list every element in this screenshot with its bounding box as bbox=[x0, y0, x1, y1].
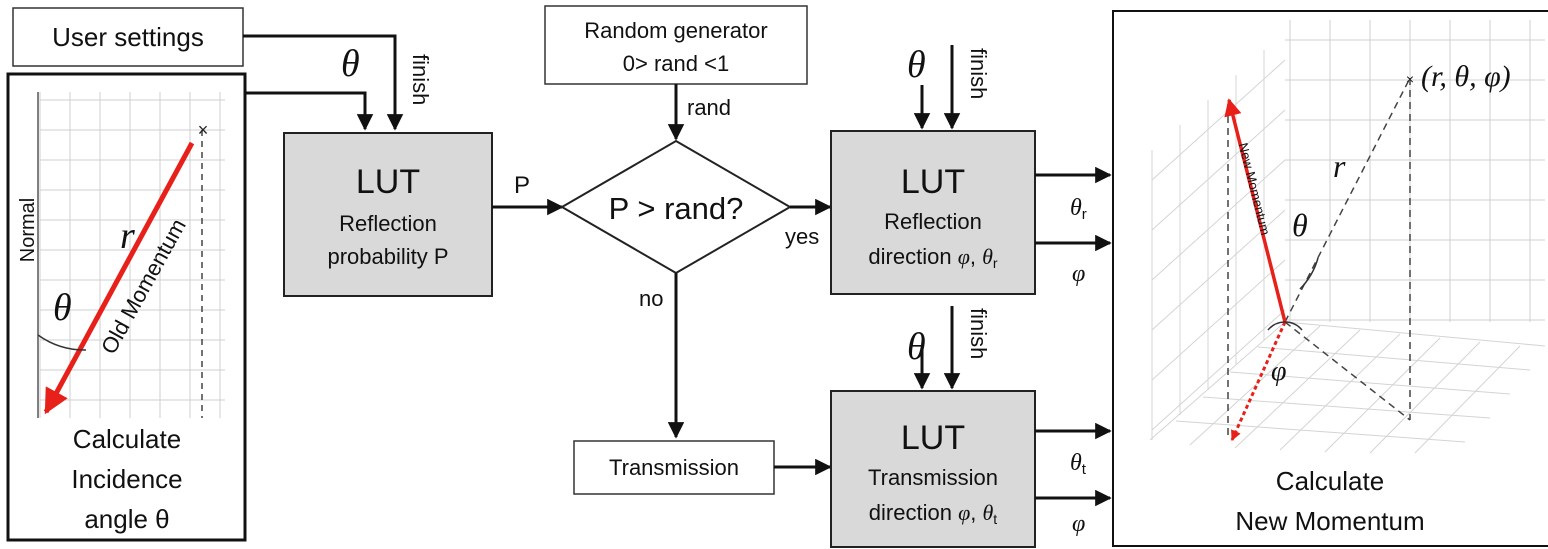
back-wall-grid bbox=[1285, 20, 1545, 322]
lut3-line1: Transmission bbox=[868, 465, 998, 490]
theta-t-output: θt bbox=[1070, 450, 1087, 478]
no-label: no bbox=[639, 286, 663, 311]
reflection-outputs: θr φ bbox=[1035, 166, 1112, 287]
lut-transmission-direction: LUT Transmission direction φ, θt bbox=[830, 390, 1036, 548]
floor-component-arrow bbox=[1230, 321, 1287, 441]
finish-input-3: finish bbox=[966, 308, 991, 359]
lut-reflection-direction: LUT Reflection direction φ, θr bbox=[830, 130, 1036, 295]
r-label: r bbox=[120, 215, 135, 257]
r-label-3d: r bbox=[1333, 148, 1346, 184]
theta-input-1: θ bbox=[341, 43, 360, 85]
theta-input-2: θ bbox=[907, 44, 926, 86]
transmission-box: Transmission bbox=[573, 440, 775, 495]
transmission-outputs: θt φ bbox=[1035, 422, 1112, 537]
random-generator-box: Random generator 0> rand <1 bbox=[544, 5, 808, 85]
theta-label: θ bbox=[53, 287, 72, 329]
decision-diamond: P > rand? bbox=[560, 139, 792, 275]
theta-arc-3d bbox=[1299, 257, 1319, 290]
lut2-title: LUT bbox=[901, 163, 965, 201]
random-generator-line1: Random generator bbox=[584, 18, 767, 43]
right-caption-line1: Calculate bbox=[1276, 466, 1384, 496]
finish-input-1: finish bbox=[408, 54, 433, 105]
lut3-line2: direction φ, θt bbox=[869, 500, 998, 527]
normal-label: Normal bbox=[17, 198, 39, 262]
end-marker: × bbox=[1406, 71, 1414, 87]
user-settings-label: User settings bbox=[52, 22, 204, 52]
new-momentum-panel: × (r, θ, φ) r New Momentum θ φ Calculate… bbox=[1112, 10, 1548, 547]
lut1-line2: probability P bbox=[327, 244, 448, 269]
start-marker: × bbox=[198, 120, 209, 140]
right-caption-line2: New Momentum bbox=[1235, 506, 1424, 536]
r-vector-dash bbox=[1284, 77, 1411, 323]
lut2-line2: direction φ, θr bbox=[868, 244, 998, 271]
rand-label: rand bbox=[687, 95, 731, 120]
caption-line3: angle θ bbox=[84, 504, 169, 534]
coord-label: (r, θ, φ) bbox=[1421, 60, 1511, 93]
transmission-label: Transmission bbox=[609, 455, 739, 480]
theta-finish-inputs-2: θ finish bbox=[907, 44, 991, 130]
phi-output-1: φ bbox=[1072, 261, 1085, 287]
settings-connectors bbox=[243, 34, 404, 131]
new-momentum-arrow bbox=[1224, 98, 1287, 323]
lut2-line1: Reflection bbox=[884, 209, 982, 234]
theta-label-3d: θ bbox=[1292, 207, 1308, 243]
random-generator-line2: 0> rand <1 bbox=[623, 51, 729, 76]
theta-finish-inputs-3: θ finish bbox=[907, 306, 991, 390]
phi-arc-3d bbox=[1267, 321, 1303, 331]
user-settings-box: User settings bbox=[12, 7, 244, 67]
phi-label-3d: φ bbox=[1271, 356, 1287, 387]
lut3-title: LUT bbox=[901, 419, 965, 457]
side-wall-grid bbox=[1151, 50, 1286, 440]
lut1-line1: Reflection bbox=[339, 211, 437, 236]
caption-line2: Incidence bbox=[71, 464, 182, 494]
lut-reflection-probability: LUT Reflection probability P bbox=[283, 132, 493, 297]
theta-r-output: θr bbox=[1070, 195, 1087, 223]
yes-label: yes bbox=[785, 224, 819, 249]
caption-line1: Calculate bbox=[73, 424, 181, 454]
old-momentum-arrow bbox=[43, 141, 195, 415]
phi-output-2: φ bbox=[1072, 511, 1085, 537]
incidence-panel: × Normal r Old Momentum θ Calculate Inci… bbox=[6, 72, 247, 542]
lut1-title: LUT bbox=[356, 163, 420, 201]
theta-arc bbox=[37, 334, 87, 351]
floor-projection-dash bbox=[1284, 321, 1411, 421]
finish-input-2: finish bbox=[966, 48, 991, 99]
p-label: P bbox=[514, 172, 530, 199]
decision-label: P > rand? bbox=[609, 191, 744, 226]
